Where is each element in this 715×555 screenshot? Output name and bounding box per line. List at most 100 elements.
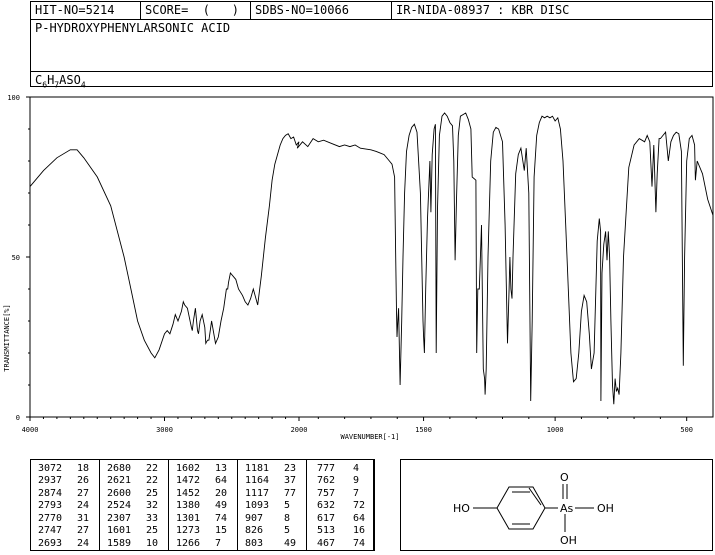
bond-lines — [473, 484, 594, 532]
peak-wavenumber: 1601 — [107, 525, 132, 536]
peak-transmittance: 10 — [146, 538, 159, 549]
peak-wavenumber: 2524 — [107, 500, 132, 511]
ho-label: HO — [453, 502, 470, 515]
peak-wavenumber: 2307 — [107, 513, 132, 524]
structure-box: HO As O OH OH — [400, 459, 713, 551]
peak-transmittance: 64 — [353, 513, 366, 524]
peak-transmittance: 13 — [215, 463, 228, 474]
chemical-structure: HO As O OH OH — [453, 471, 614, 547]
peak-transmittance: 16 — [353, 525, 366, 536]
peak-wavenumber: 1301 — [176, 513, 201, 524]
peak-transmittance: 4 — [353, 463, 360, 474]
peak-transmittance: 25 — [146, 525, 159, 536]
y-tick-label: 50 — [12, 254, 20, 262]
peak-transmittance: 24 — [77, 538, 90, 549]
x-tick-label: 500 — [680, 426, 693, 434]
peak-transmittance: 5 — [284, 525, 291, 536]
spectrum-header: HIT-NO=5214 SCORE= ( ) SDBS-NO=10066 IR-… — [30, 1, 713, 89]
peak-wavenumber: 1589 — [107, 538, 132, 549]
x-axis-label: WAVENUMBER[-1] — [340, 433, 399, 441]
peak-wavenumber: 2621 — [107, 475, 132, 486]
peak-wavenumber: 1602 — [176, 463, 201, 474]
y-tick-label: 100 — [7, 94, 20, 102]
x-tick-label: 3000 — [156, 426, 173, 434]
peak-transmittance: 27 — [77, 488, 90, 499]
peak-transmittance: 20 — [215, 488, 228, 499]
peak-wavenumber: 2770 — [38, 513, 63, 524]
peak-transmittance: 64 — [215, 475, 228, 486]
peak-wavenumber: 2693 — [38, 538, 63, 549]
peak-wavenumber: 467 — [317, 538, 336, 549]
peak-wavenumber: 762 — [317, 475, 336, 486]
peak-wavenumber: 1273 — [176, 525, 201, 536]
x-tick-label: 1500 — [415, 426, 432, 434]
peak-transmittance: 26 — [77, 475, 90, 486]
as-label: As — [560, 502, 574, 515]
peak-wavenumber: 1181 — [245, 463, 270, 474]
peak-transmittance: 49 — [284, 538, 297, 549]
peak-wavenumber: 1164 — [245, 475, 270, 486]
peak-wavenumber: 757 — [317, 488, 336, 499]
peak-transmittance: 77 — [284, 488, 297, 499]
x-tick-label: 1000 — [547, 426, 564, 434]
peak-transmittance: 22 — [146, 475, 159, 486]
plot-frame — [29, 96, 714, 418]
peak-transmittance: 27 — [77, 525, 90, 536]
peak-transmittance: 24 — [77, 500, 90, 511]
peak-wavenumber: 1472 — [176, 475, 201, 486]
header-info-row: HIT-NO=5214 SCORE= ( ) SDBS-NO=10066 IR-… — [31, 2, 712, 20]
peak-wavenumber: 632 — [317, 500, 336, 511]
peak-transmittance: 37 — [284, 475, 297, 486]
measurement-method: IR-NIDA-08937 : KBR DISC — [396, 3, 570, 17]
peak-wavenumber: 1266 — [176, 538, 201, 549]
benzene-ring — [496, 486, 546, 530]
peak-transmittance: 18 — [77, 463, 90, 474]
peak-wavenumber: 826 — [245, 525, 264, 536]
peak-wavenumber: 777 — [317, 463, 336, 474]
peak-wavenumber: 907 — [245, 513, 264, 524]
peak-wavenumber: 1117 — [245, 488, 270, 499]
peak-transmittance: 49 — [215, 500, 228, 511]
peak-wavenumber: 1093 — [245, 500, 270, 511]
peak-wavenumber: 3072 — [38, 463, 63, 474]
peak-transmittance: 9 — [353, 475, 360, 486]
peak-transmittance: 15 — [215, 525, 228, 536]
peak-wavenumber: 2600 — [107, 488, 132, 499]
peak-wavenumber: 2793 — [38, 500, 63, 511]
peak-transmittance: 25 — [146, 488, 159, 499]
peak-transmittance: 7 — [215, 538, 222, 549]
peak-transmittance: 8 — [284, 513, 291, 524]
y-tick-label: 0 — [16, 414, 20, 422]
peak-wavenumber: 617 — [317, 513, 336, 524]
peak-wavenumber: 2680 — [107, 463, 132, 474]
spectrum-line — [29, 112, 714, 405]
oh-bottom-label: OH — [560, 534, 577, 547]
x-tick-label: 4000 — [22, 426, 39, 434]
y-axis-label: TRANSMITTANCE[%] — [3, 304, 11, 371]
formula-row: C6H7ASO4 — [31, 71, 712, 89]
hit-number: HIT-NO=5214 — [31, 2, 141, 19]
peak-table-column: 1602 13 1472 64 1452 20 1380 49 1301 74 1273 1… — [169, 460, 238, 550]
peak-transmittance: 5 — [284, 500, 291, 511]
peak-transmittance: 32 — [146, 500, 159, 511]
oh-right-label: OH — [597, 502, 614, 515]
peak-transmittance: 74 — [353, 538, 366, 549]
peak-wavenumber: 1380 — [176, 500, 201, 511]
peak-transmittance: 7 — [353, 488, 360, 499]
score: SCORE= ( ) — [141, 2, 251, 19]
peak-wavenumber: 1452 — [176, 488, 201, 499]
peak-wavenumber: 2874 — [38, 488, 63, 499]
peak-transmittance: 72 — [353, 500, 366, 511]
sdbs-number: SDBS-NO=10066 — [251, 2, 392, 19]
oxo-label: O — [560, 471, 569, 484]
peak-wavenumber: 2937 — [38, 475, 63, 486]
peak-transmittance: 33 — [146, 513, 159, 524]
peak-transmittance: 74 — [215, 513, 228, 524]
